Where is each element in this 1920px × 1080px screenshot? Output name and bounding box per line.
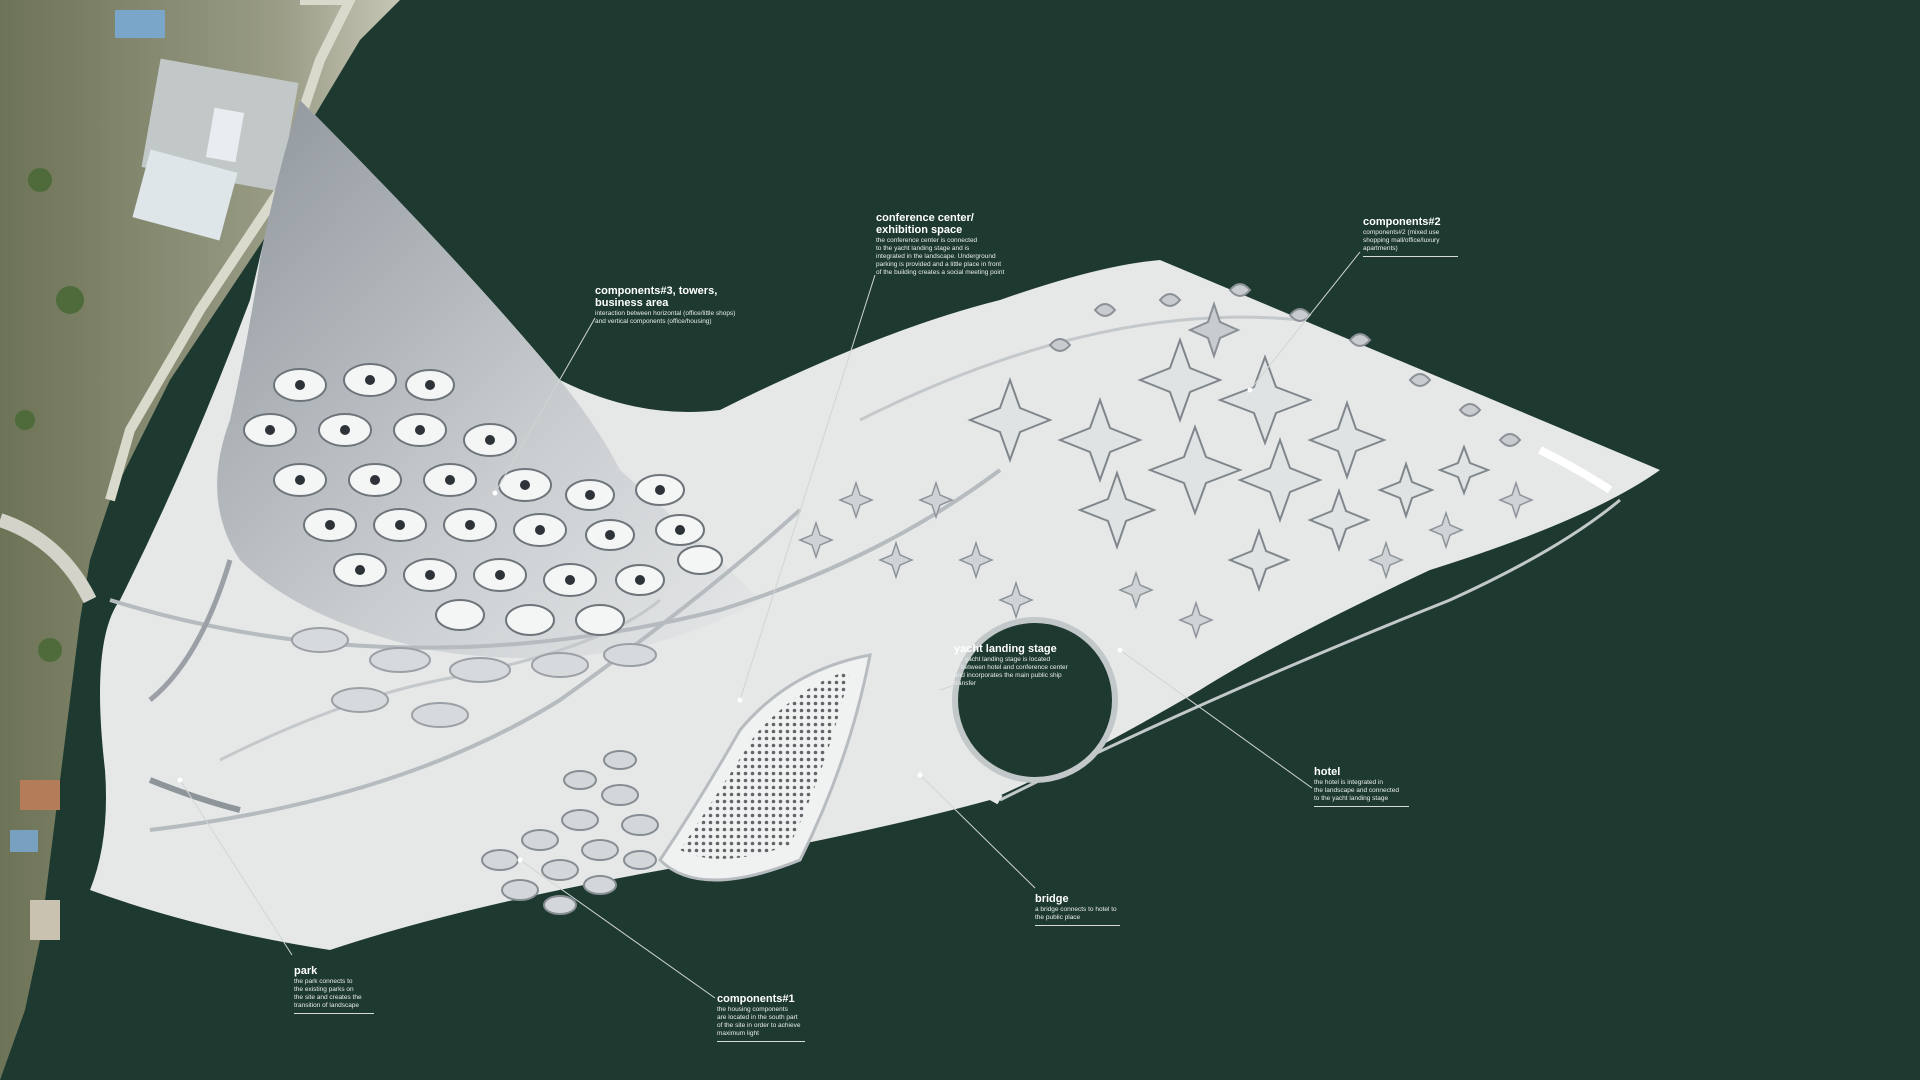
label-park: park the park connects to the existing p… [294, 965, 374, 1014]
label-description: components#2 (mixed use shopping mall/of… [1363, 229, 1440, 252]
label-title: components#2 [1363, 216, 1441, 228]
label-description: the park connects to the existing parks … [294, 978, 362, 1009]
label-underline [1035, 925, 1120, 926]
label-hotel: hotel the hotel is integrated in the lan… [1314, 766, 1409, 807]
label-description: the conference center is connected to th… [876, 237, 1005, 276]
label-underline [294, 1013, 374, 1014]
label-description: interaction between horizontal (office/l… [595, 310, 736, 325]
label-title: components#3, towers, business area [595, 285, 718, 309]
label-underline [717, 1041, 805, 1042]
label-description: the housing components are located in th… [717, 1006, 801, 1037]
leader-lines [179, 251, 1361, 999]
yacht-landing-basin [952, 617, 1118, 783]
components3-towers [243, 363, 723, 728]
label-components2: components#2 components#2 (mixed use sho… [1363, 216, 1458, 257]
label-underline [1314, 806, 1409, 807]
label-description: the hotel is integrated in the landscape… [1314, 779, 1399, 802]
leader-points [177, 387, 1253, 863]
conference-center-dots [680, 670, 850, 859]
label-components3: components#3, towers, business area inte… [595, 285, 765, 326]
label-description: a bridge connects to hotel to the public… [1035, 906, 1117, 921]
label-title: bridge [1035, 893, 1069, 905]
label-title: yacht landing stage [954, 643, 1057, 655]
label-title: park [294, 965, 318, 977]
label-yacht-landing-stage: yacht landing stage the yacht landing st… [954, 643, 1089, 688]
label-title: components#1 [717, 993, 795, 1005]
label-components1: components#1 the housing components are … [717, 993, 805, 1042]
bridge [899, 772, 1003, 805]
components2-large-stars [967, 337, 1491, 593]
components1-housing [481, 750, 659, 915]
small-y-shapes [798, 480, 1534, 640]
label-underline [1363, 256, 1458, 257]
components2-shapes [1048, 283, 1522, 447]
label-title: conference center/ exhibition space [876, 212, 974, 236]
label-description: the yacht landing stage is located in be… [954, 656, 1068, 687]
coastline-city [0, 0, 400, 1080]
label-conference-center: conference center/ exhibition space the … [876, 212, 1046, 277]
label-bridge: bridge a bridge connects to hotel to the… [1035, 893, 1120, 926]
label-title: hotel [1314, 766, 1341, 778]
